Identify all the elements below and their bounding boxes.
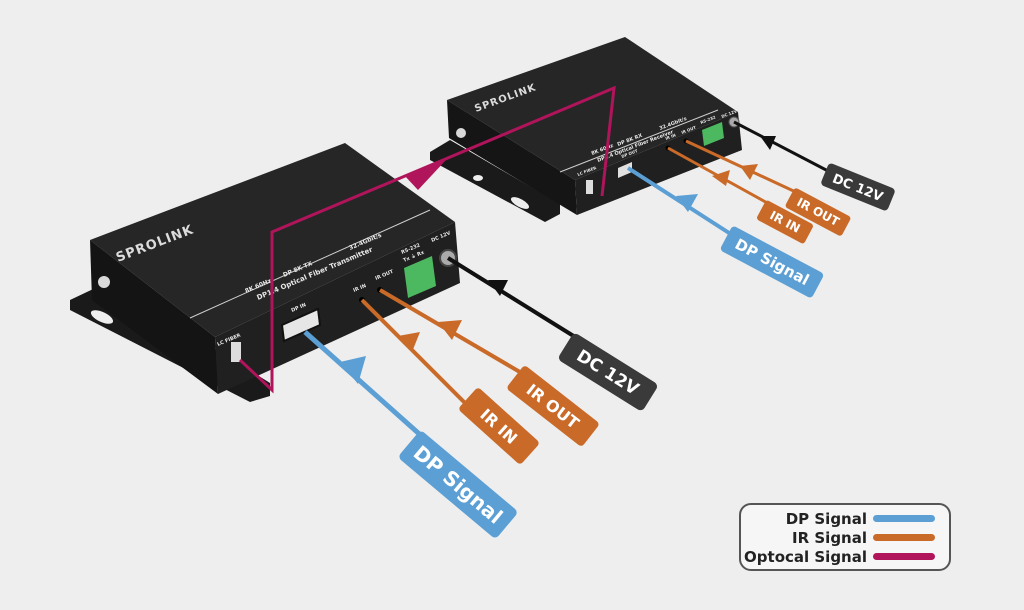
bracket-slot — [148, 371, 172, 385]
rx-ir-out-arrow-icon — [740, 164, 758, 180]
tx-dc-arrow-icon — [488, 280, 508, 296]
transmitter-dp-in-port[interactable] — [280, 307, 322, 343]
legend-label: DP Signal — [785, 509, 867, 528]
rx-ir-out-callout: IR OUT — [785, 188, 851, 236]
tx-dc-cable — [446, 256, 582, 342]
screw-icon — [98, 276, 110, 288]
legend-item-dp: DP Signal — [741, 509, 935, 528]
receiver-dp-out-port[interactable] — [618, 162, 632, 178]
bracket-hole — [473, 175, 483, 181]
legend-swatch-dp — [873, 515, 935, 522]
tx-dc-callout: DC 12V — [559, 333, 657, 411]
receiver-bracket — [430, 140, 560, 222]
receiver-top — [447, 37, 738, 180]
receiver-front — [575, 112, 742, 215]
tx-ir-out-arrow-icon — [438, 320, 462, 340]
transmitter-unit: SPROLINK 8K 60Hz DP 8K TX 32.4Gbit/s DP1… — [70, 143, 460, 402]
transmitter-front — [215, 222, 460, 394]
transmitter-cables — [303, 256, 582, 450]
receiver-rs232-label: RS-232 — [700, 114, 717, 124]
receiver-lc-fiber-label: LC FIBER — [577, 165, 597, 177]
bracket-hole — [122, 342, 134, 348]
receiver-ir-out-label: IR OUT — [681, 125, 697, 135]
tx-ir-in-cable — [360, 298, 472, 410]
receiver-unit: SPROLINK 8K 60Hz DP 8K RX 32.4Gbit/s DP1… — [430, 37, 742, 222]
bracket-slot — [90, 310, 114, 324]
rx-dc-cable — [733, 120, 831, 174]
legend-item-optical: Optocal Signal — [741, 547, 935, 566]
receiver-dp-out-label: DP OUT — [621, 148, 639, 159]
tx-dp-callout-text: DP Signal — [409, 441, 507, 529]
front-divider — [189, 209, 431, 319]
receiver-side — [447, 100, 577, 215]
receiver-ir-in-label: IR IN — [665, 132, 677, 141]
legend-item-ir: IR Signal — [741, 528, 935, 547]
legend-swatch-optical — [873, 553, 935, 560]
rx-dc-callout: DC 12V — [821, 163, 895, 211]
optical-arrow-icon — [404, 160, 446, 190]
rx-dp-callout: DP Signal — [720, 226, 824, 298]
receiver-cables — [626, 120, 831, 242]
transmitter-dp-in-label: DP IN — [290, 302, 307, 314]
receiver-dc-label: DC 12V — [721, 108, 739, 119]
transmitter-lc-fiber-port[interactable] — [231, 342, 241, 362]
transmitter-side — [90, 240, 218, 394]
optical-fiber-link — [238, 85, 616, 394]
rx-ir-in-arrow-icon — [712, 170, 730, 186]
legend: DP Signal IR Signal Optocal Signal — [739, 503, 951, 571]
optical-fiber-line — [238, 85, 616, 394]
legend-label: Optocal Signal — [744, 547, 867, 566]
tx-dp-arrow-icon — [340, 356, 366, 384]
receiver-rs232-terminal[interactable] — [702, 122, 724, 146]
legend-label: IR Signal — [792, 528, 867, 547]
tx-ir-in-arrow-icon — [398, 332, 420, 352]
tx-dp-cable — [303, 330, 437, 450]
rx-dc-arrow-icon — [760, 136, 776, 150]
legend-swatch-ir — [873, 534, 935, 541]
transmitter-rs232-terminal[interactable] — [404, 256, 436, 298]
screw-icon — [456, 128, 466, 138]
transmitter-ir-in-label: IR IN — [352, 283, 367, 294]
front-divider — [559, 109, 719, 173]
rx-dp-arrow-icon — [676, 194, 698, 212]
receiver-lc-fiber-port[interactable] — [586, 180, 593, 194]
bracket-slot — [510, 197, 530, 209]
